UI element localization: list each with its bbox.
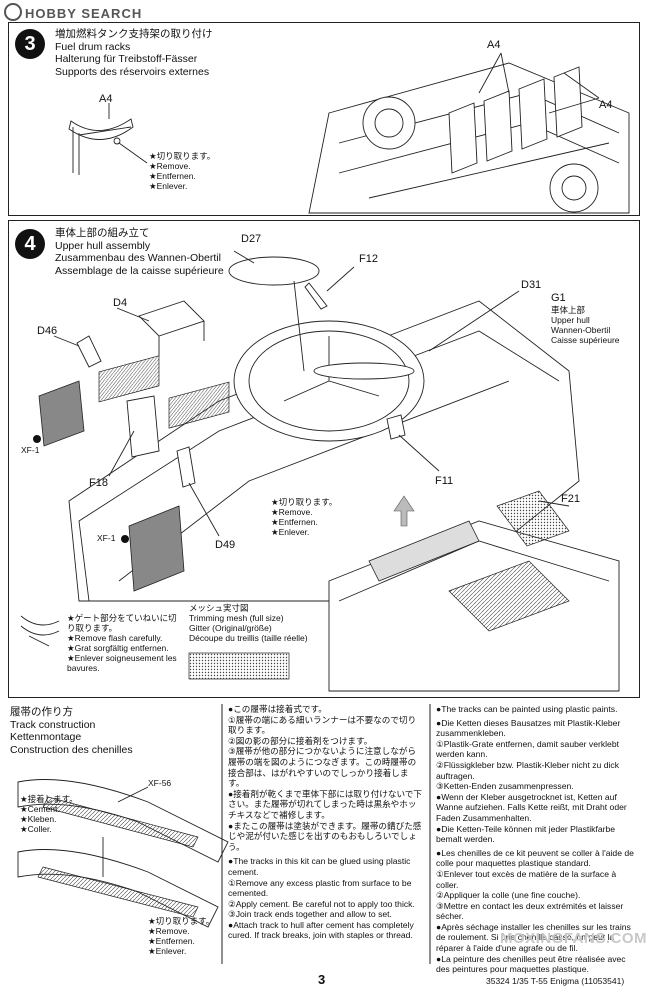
- mesh-full-size-note: メッシュ実寸図 Trimming mesh (full size) Gitter…: [189, 603, 308, 643]
- logo-circle-icon: [4, 3, 22, 21]
- step-4-panel: 4 車体上部の組み立て Upper hull assembly Zusammen…: [8, 220, 640, 698]
- part-a4-right: A4: [599, 99, 613, 111]
- title-ja: 車体上部の組み立て: [55, 227, 150, 239]
- page-number: 3: [318, 972, 326, 987]
- step-number-4: 4: [15, 229, 45, 259]
- instructions-en-paint: ●The tracks can be painted using plastic…: [436, 704, 618, 714]
- track-title: 履帯の作り方 Track construction Kettenmontage …: [10, 706, 133, 756]
- instructions-ja: ●この履帯は接着式です。 ①履帯の端にある細いランナーは不要なので切り取ります。…: [228, 704, 422, 852]
- remove-note-step4: ★切り取ります。 ★Remove. ★Entfernen. ★Enlever.: [271, 497, 338, 537]
- part-d49: D49: [215, 539, 236, 551]
- remove-note-step3: ★切り取ります。 ★Remove. ★Entfernen. ★Enlever.: [149, 151, 216, 191]
- step-number-3: 3: [15, 29, 45, 59]
- cement-note: ★接着します。 ★Cement. ★Kleben. ★Coller.: [20, 794, 78, 834]
- gate-flash-note: ★ゲート部分をていねいに切り取ります。 ★Remove flash carefu…: [67, 613, 177, 673]
- title-ja: 増加燃料タンク支持架の取り付け: [55, 28, 213, 40]
- xf56-paint: XF-56: [148, 778, 172, 788]
- title-de: Halterung für Treibstoff-Fässer: [55, 53, 198, 65]
- title-fr: Assemblage de la caisse supérieure: [55, 264, 224, 277]
- part-f12: F12: [359, 253, 378, 265]
- step-4-title: 車体上部の組み立て Upper hull assembly Zusammenba…: [55, 227, 224, 277]
- step-3-title: 増加燃料タンク支持架の取り付け Fuel drum racks Halterun…: [55, 28, 213, 78]
- g1-upper-hull-label: G1 車体上部 Upper hull Wannen-Obertil Caisse…: [551, 292, 620, 345]
- track-illustration: [17, 704, 431, 964]
- track-instructions-ja-en: ●この履帯は接着式です。 ①履帯の端にある細いランナーは不要なので切り取ります。…: [228, 704, 424, 941]
- part-d46: D46: [37, 325, 58, 337]
- part-a4-top: A4: [487, 39, 501, 51]
- part-d31: D31: [521, 279, 542, 291]
- part-f18: F18: [89, 477, 108, 489]
- title-fr: Supports des réservoirs externes: [55, 65, 210, 78]
- title-de: Zusammenbau des Wannen-Obertil: [55, 252, 221, 264]
- part-a4-left: A4: [99, 93, 113, 105]
- remove-note-tracks: ★切り取ります。 ★Remove. ★Entfernen. ★Enlever.: [148, 916, 215, 956]
- watermark: MOXINGFANS.COM: [500, 930, 648, 947]
- title-en: Fuel drum racks: [55, 40, 131, 53]
- part-d4: D4: [113, 297, 128, 309]
- instructions-en: ●The tracks in this kit can be glued usi…: [228, 856, 415, 941]
- track-instructions-de-fr: ●The tracks can be painted using plastic…: [436, 704, 634, 975]
- part-f21: F21: [561, 493, 580, 505]
- instructions-de: ●Die Ketten dieses Bausatzes mit Plastik…: [436, 717, 627, 845]
- xf1-paint-bottom: XF-1: [97, 533, 116, 543]
- step-3-illustration: [68, 52, 630, 214]
- part-f11: F11: [435, 475, 454, 487]
- xf1-paint-top: XF-1: [21, 445, 40, 455]
- step-3-panel: 3 増加燃料タンク支持架の取り付け Fuel drum racks Halter…: [8, 22, 640, 216]
- part-d27: D27: [241, 233, 262, 245]
- catalog-number: 35324 1/35 T-55 Enigma (11053541): [486, 976, 625, 986]
- title-en: Upper hull assembly: [55, 239, 151, 252]
- track-construction-section: 履帯の作り方 Track construction Kettenmontage …: [8, 702, 638, 974]
- site-header: HOBBY SEARCH: [0, 0, 650, 22]
- hobby-search-logo: HOBBY SEARCH: [4, 3, 142, 21]
- instructions-fr: ●Les chenilles de ce kit peuvent se coll…: [436, 847, 634, 975]
- step-4-illustration: [20, 250, 620, 692]
